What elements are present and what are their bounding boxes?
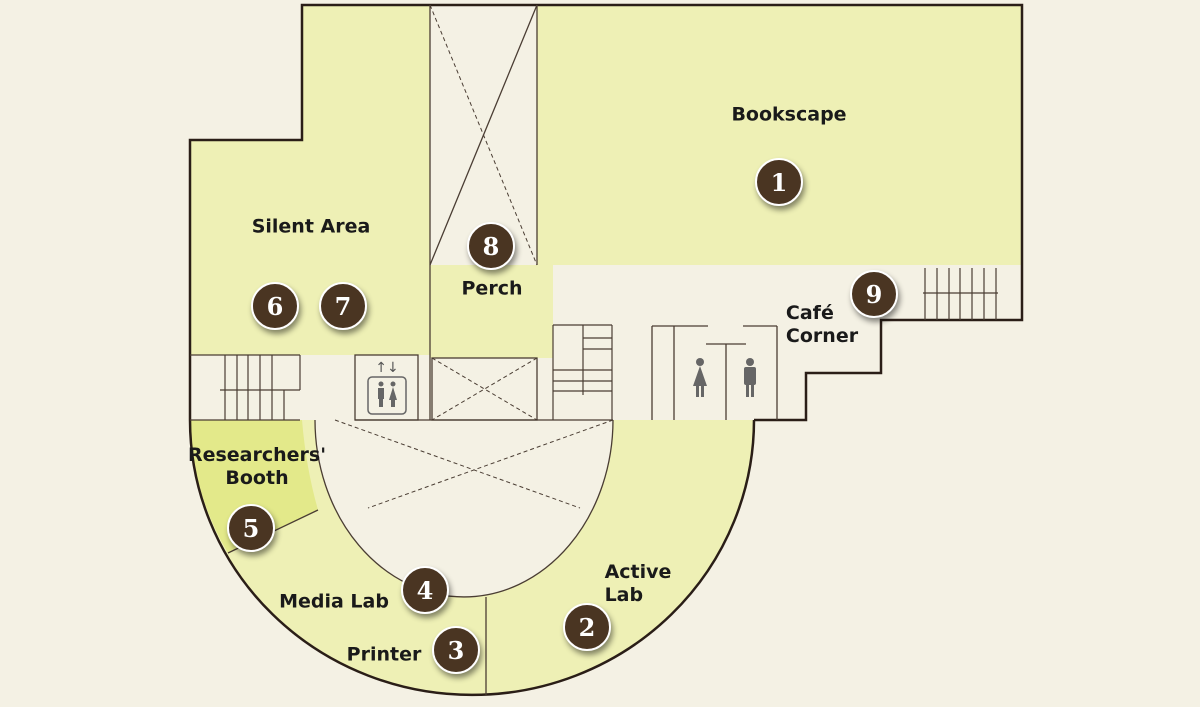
outer-walls xyxy=(188,3,1024,697)
label-media-lab: Media Lab xyxy=(279,590,389,613)
room-researchers-booth[interactable] xyxy=(190,420,318,553)
label-active-lab: Active Lab xyxy=(604,561,672,606)
male-restroom-icon xyxy=(744,358,756,397)
marker-6[interactable]: 6 xyxy=(251,282,299,330)
room-perch[interactable] xyxy=(430,265,553,358)
marker-4[interactable]: 4 xyxy=(401,566,449,614)
elevator-arrows: ↑↓ xyxy=(375,360,398,376)
elevator-icon xyxy=(367,376,407,415)
marker-9[interactable]: 9 xyxy=(850,270,898,318)
marker-5[interactable]: 5 xyxy=(227,504,275,552)
label-cafe-corner: Café Corner xyxy=(785,302,859,347)
label-silent-area: Silent Area xyxy=(251,215,371,238)
room-bookscape[interactable] xyxy=(537,5,1022,265)
label-researchers-booth: Researchers' Booth xyxy=(187,444,327,489)
marker-3[interactable]: 3 xyxy=(432,626,480,674)
marker-1[interactable]: 1 xyxy=(755,158,803,206)
room-silent-area[interactable] xyxy=(190,5,430,355)
marker-8[interactable]: 8 xyxy=(467,222,515,270)
stairs xyxy=(190,268,998,420)
label-printer: Printer xyxy=(346,643,422,666)
label-bookscape: Bookscape xyxy=(731,103,847,126)
void-markings xyxy=(334,4,614,509)
label-perch: Perch xyxy=(461,277,523,300)
marker-2[interactable]: 2 xyxy=(563,603,611,651)
marker-7[interactable]: 7 xyxy=(319,282,367,330)
female-restroom-icon xyxy=(693,358,707,397)
room-ring[interactable] xyxy=(190,420,754,695)
